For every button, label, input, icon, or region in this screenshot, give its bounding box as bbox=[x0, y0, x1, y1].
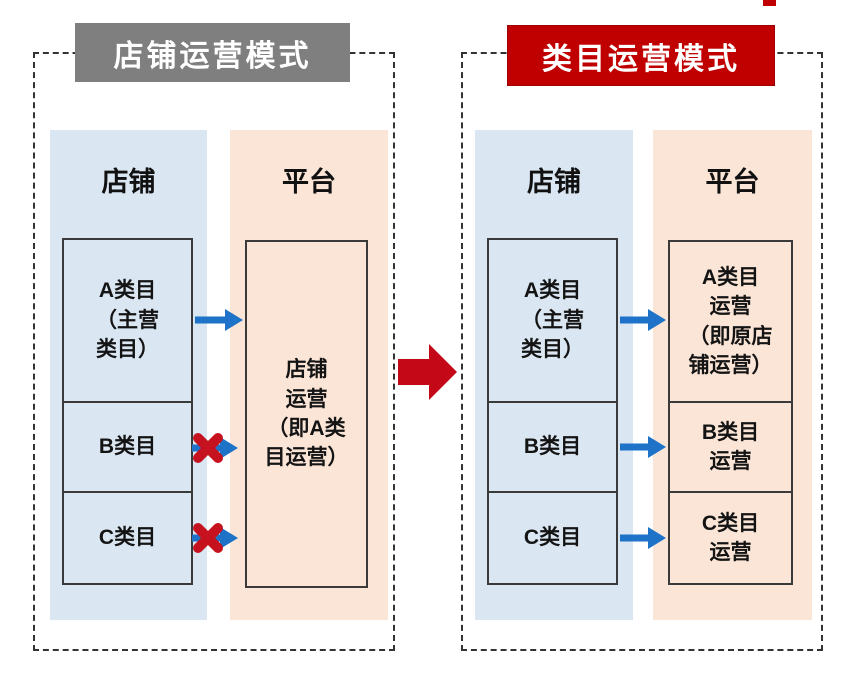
right-box-operation-c: C类目 运营 bbox=[668, 491, 793, 585]
flow-arrow-icon bbox=[620, 436, 666, 458]
right-platform-column-header: 平台 bbox=[705, 167, 760, 197]
left-box-category-c: C类目 bbox=[62, 491, 193, 585]
flow-arrow-icon bbox=[620, 527, 666, 549]
flow-arrow-icon bbox=[620, 309, 666, 331]
right-store-column-header: 店铺 bbox=[527, 167, 581, 197]
cropped-red-mark bbox=[763, 0, 776, 6]
right-box-category-a: A类目 （主营 类目） bbox=[487, 238, 618, 403]
right-platform-box-stack: A类目 运营 （即原店 铺运营） B类目 运营 C类目 运营 bbox=[668, 240, 793, 585]
right-store-column: 店铺 bbox=[475, 130, 633, 620]
left-store-column: 店铺 bbox=[50, 130, 207, 620]
left-box-category-a: A类目 （主营 类目） bbox=[62, 238, 193, 403]
transition-arrow-icon bbox=[398, 344, 457, 400]
right-box-operation-b: B类目 运营 bbox=[668, 401, 793, 493]
left-platform-column-header: 平台 bbox=[282, 167, 336, 197]
right-platform-column: 平台 bbox=[653, 130, 812, 620]
right-box-category-c: C类目 bbox=[487, 491, 618, 585]
right-store-box-stack: A类目 （主营 类目） B类目 C类目 bbox=[487, 238, 618, 585]
right-box-category-b: B类目 bbox=[487, 401, 618, 493]
blocked-x-icon bbox=[193, 433, 223, 463]
category-mode-title: 类目运营模式 bbox=[507, 25, 775, 86]
left-box-store-operation: 店铺 运营 （即A类 目运营） bbox=[245, 240, 368, 588]
left-store-column-header: 店铺 bbox=[101, 167, 156, 197]
left-platform-column: 平台 bbox=[230, 130, 388, 620]
flow-arrow-icon bbox=[195, 309, 243, 331]
store-mode-title: 店铺运营模式 bbox=[75, 23, 350, 82]
left-box-category-b: B类目 bbox=[62, 401, 193, 493]
right-box-operation-a: A类目 运营 （即原店 铺运营） bbox=[668, 240, 793, 403]
blocked-x-icon bbox=[193, 523, 223, 553]
left-store-box-stack: A类目 （主营 类目） B类目 C类目 bbox=[62, 238, 193, 585]
